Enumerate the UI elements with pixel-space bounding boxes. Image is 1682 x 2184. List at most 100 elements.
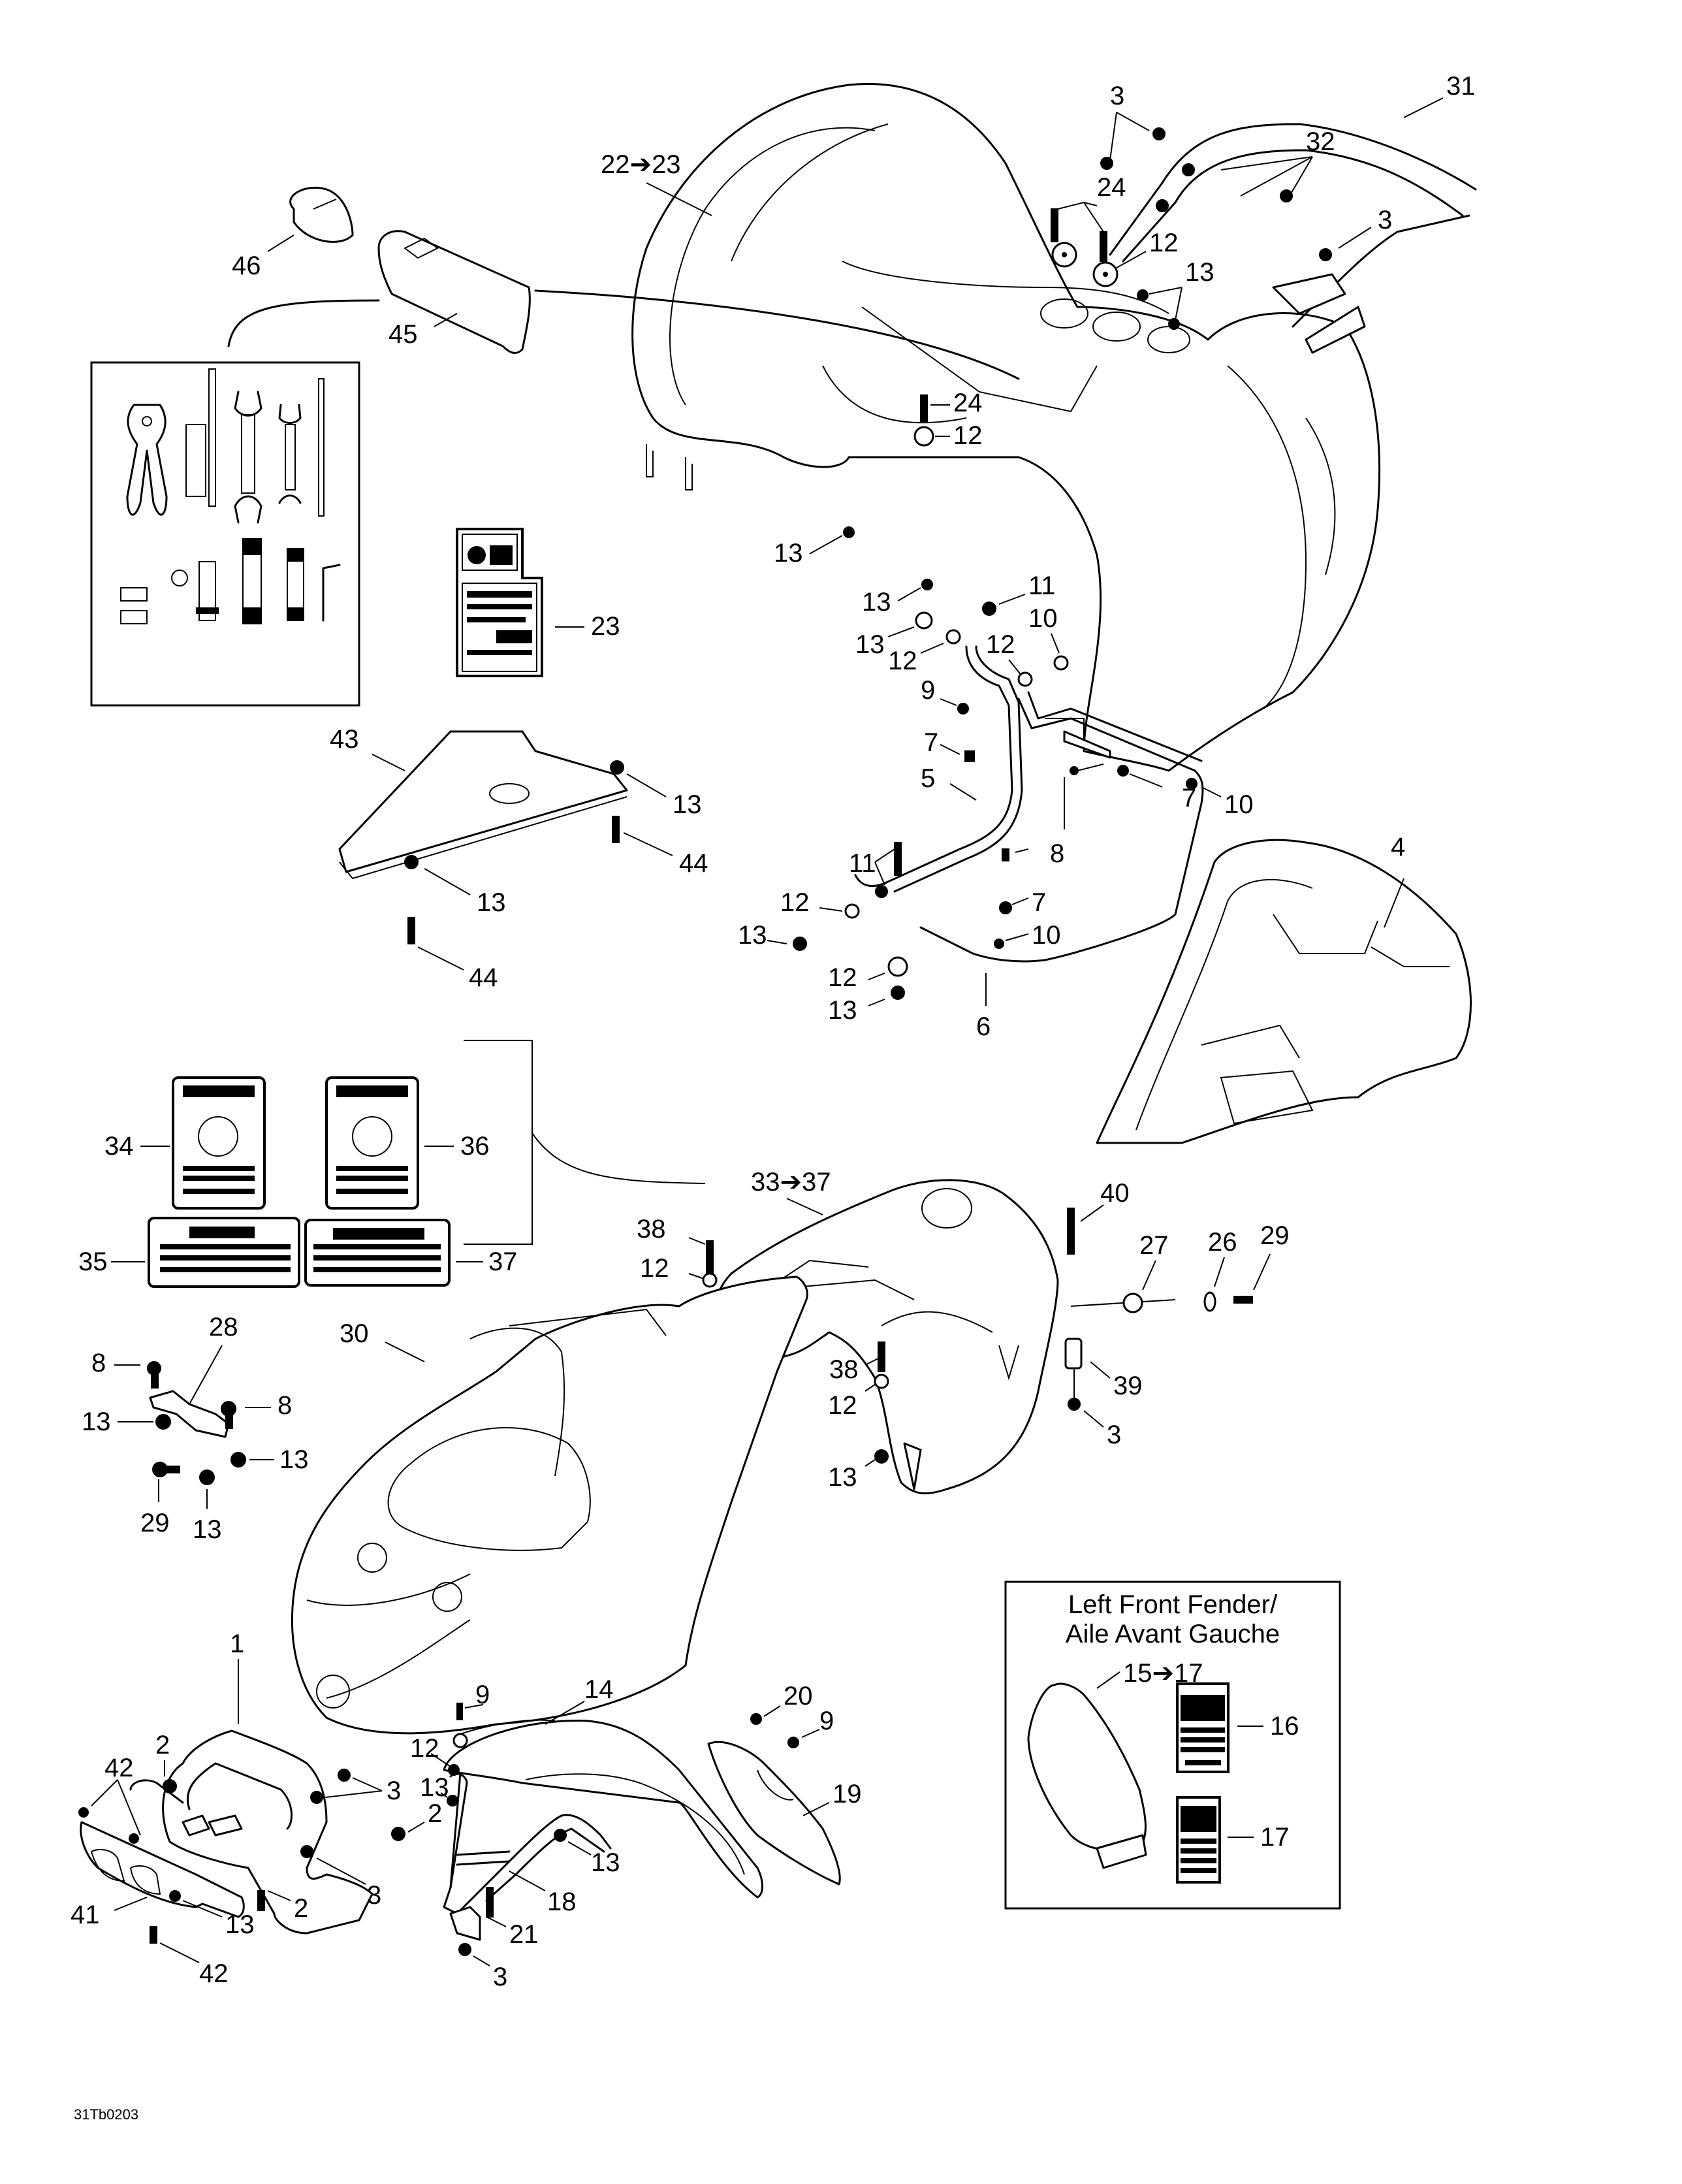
- spark-plug-socket-large-icon: [242, 538, 262, 624]
- callout-decal-group: 33➔37: [751, 1168, 831, 1196]
- callout-clip-lower: 7: [1032, 888, 1046, 917]
- tool-kit-leader: [227, 299, 380, 347]
- callout-rack-bolt: 24: [1097, 173, 1126, 202]
- decal-group-bracket: [464, 1040, 533, 1245]
- front-bumper: [129, 1729, 373, 1935]
- screwdriver-icon: [185, 368, 216, 507]
- callout-skid-nut-b: 13: [477, 888, 506, 917]
- callout-tank-bolt-b: 38: [829, 1355, 859, 1384]
- callout-inner-nut-b: 13: [862, 588, 891, 617]
- callout-tool-bag: 45: [389, 320, 418, 349]
- callout-brace-nut-left: 13: [855, 630, 885, 659]
- rear-decal: [456, 528, 543, 677]
- callout-clip-left: 7: [924, 728, 938, 757]
- callout-screw-mid: 8: [1050, 839, 1064, 868]
- callout-bracket-nut-b: 13: [279, 1445, 309, 1474]
- callout-bracket-screw-a: 8: [91, 1349, 106, 1377]
- inset-left-front-fender: Left Front Fender/ Aile Avant Gauche 15➔…: [1004, 1581, 1341, 1910]
- callout-bumper-bolt-a: 2: [155, 1731, 170, 1759]
- callout-inner-nut-a: 13: [774, 539, 803, 568]
- callout-bolt-lower: 11: [849, 849, 876, 878]
- inset-callout-17: 17: [1260, 1823, 1290, 1852]
- callout-skid-bolt-b: 44: [469, 963, 498, 992]
- fuses-icon: [120, 587, 148, 624]
- callout-brace-lower: 6: [976, 1012, 991, 1041]
- callout-tool-bag-strap: 46: [232, 251, 261, 280]
- callout-skid-front-screw-b: 42: [199, 1959, 229, 1988]
- callout-skid-front-screws: 42: [104, 1754, 134, 1782]
- footwell: [1096, 839, 1472, 1144]
- callout-skid-plate: 43: [330, 725, 359, 754]
- decal-36: [325, 1076, 419, 1210]
- callout-rack-bar: 31: [1446, 72, 1476, 101]
- inset-title-line2: Aile Avant Gauche: [1066, 1620, 1280, 1648]
- callout-footwell: 4: [1391, 833, 1405, 861]
- callout-fender-brace: 18: [547, 1887, 577, 1916]
- callout-grommet: 27: [1139, 1231, 1169, 1260]
- callout-spacer-nut: 3: [1107, 1421, 1121, 1449]
- callout-fender-nut-a: 13: [420, 1773, 449, 1802]
- decal-37: [304, 1219, 451, 1287]
- side-washer: [1203, 1291, 1216, 1312]
- callout-bracket-screw-b: 8: [278, 1391, 292, 1420]
- tool-bag-strap: [289, 186, 354, 243]
- rack-screw-a: [1182, 163, 1195, 176]
- callout-rear-fender: 22➔23: [601, 150, 681, 179]
- callout-tank-washer-a: 12: [640, 1254, 669, 1283]
- rear-fender: [631, 83, 1381, 772]
- reference-code: 31Tb0203: [74, 2106, 138, 2123]
- decal-35: [148, 1217, 300, 1288]
- callout-nut-lower-b: 13: [828, 996, 857, 1025]
- spacer: [1064, 1338, 1083, 1370]
- callout-front-skid: 41: [71, 1901, 100, 1929]
- callout-rack-screws: 32: [1306, 127, 1335, 156]
- rack-bar: [1109, 123, 1477, 354]
- callout-nut-lower-a: 13: [738, 921, 767, 950]
- open-end-wrench-small-icon: [278, 404, 302, 504]
- front-cover: [291, 1276, 808, 1735]
- callout-decal-35: 35: [78, 1247, 108, 1276]
- decal-34: [172, 1076, 266, 1210]
- spark-plug-socket-small-icon: [287, 548, 304, 621]
- callout-skid-nut-a: 13: [673, 790, 702, 819]
- inset-decal-17: [1176, 1796, 1221, 1884]
- tool-kit-box: [90, 361, 360, 707]
- callout-side-screw: 29: [1260, 1221, 1290, 1250]
- callout-nut-lower: 10: [1032, 921, 1061, 950]
- callout-decal-34: 34: [104, 1132, 134, 1161]
- bracket: [149, 1390, 230, 1438]
- callout-tank-bolt-long: 40: [1100, 1179, 1130, 1208]
- callout-brace-left: 5: [921, 764, 935, 793]
- callout-bumper-bolt-b: 2: [428, 1799, 442, 1828]
- inset-callout-16: 16: [1270, 1712, 1299, 1741]
- callout-mudflap: 19: [833, 1780, 862, 1808]
- callout-fender-nut-b: 13: [591, 1848, 620, 1877]
- grommet: [1122, 1293, 1143, 1313]
- callout-tank-washer-b: 12: [828, 1391, 857, 1420]
- skid-plate: [338, 730, 628, 880]
- callout-clip-right: 7: [1182, 784, 1196, 812]
- fender-brace: [443, 1772, 612, 1941]
- callout-brace-nut-right: 10: [1028, 604, 1058, 633]
- callout-bracket-nut-a: 13: [82, 1407, 111, 1436]
- callout-inner-washer: 12: [953, 421, 983, 450]
- callout-brace-bolt-top: 11: [1028, 571, 1056, 600]
- callout-brace-washer-right: 12: [986, 630, 1015, 659]
- callout-fender-nut-c: 3: [493, 1963, 507, 1991]
- open-end-wrench-large-icon: [234, 391, 262, 524]
- callout-bumper-nuts: 3: [387, 1776, 401, 1805]
- tire-pressure-gauge-icon: [171, 561, 219, 621]
- callout-front-fender: 14: [584, 1675, 614, 1704]
- pliers-icon: [126, 404, 168, 516]
- callout-bracket-screw-c: 29: [140, 1509, 170, 1537]
- callout-side-washer: 26: [1208, 1228, 1237, 1257]
- inset-title-line1: Left Front Fender/: [1068, 1590, 1278, 1619]
- callout-fender-bolt: 21: [509, 1920, 539, 1949]
- callout-fender-screw-c: 20: [784, 1682, 813, 1710]
- callout-bracket: 28: [209, 1313, 238, 1341]
- callout-fender-screw-b: 9: [819, 1707, 834, 1735]
- callout-rack-nut-right: 3: [1378, 206, 1392, 234]
- tool-bag: [377, 230, 531, 354]
- callout-tank-bolt-a: 38: [637, 1215, 666, 1244]
